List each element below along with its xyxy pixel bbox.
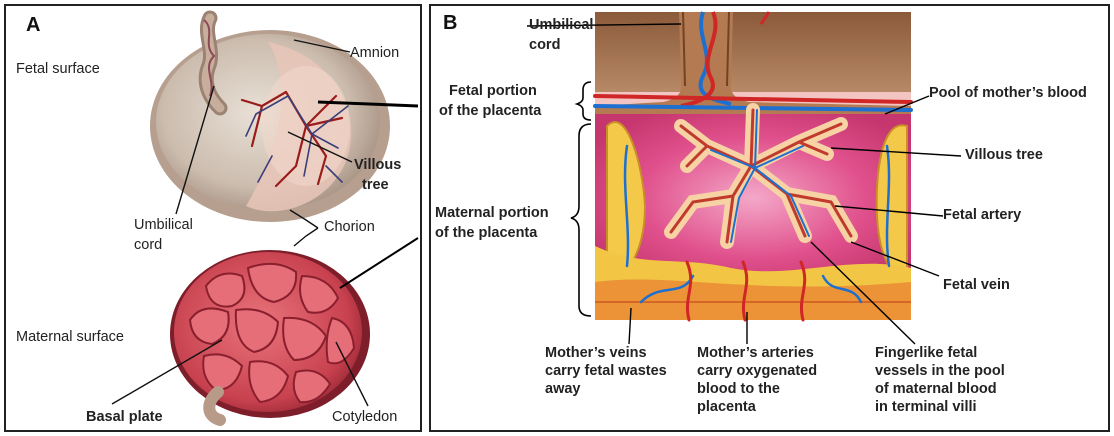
mothers-arteries-label-line1: Mother’s arteries [697, 344, 814, 362]
umbilical-cord-label-line2: cord [134, 236, 162, 254]
panel-b-letter: B [443, 14, 457, 32]
maternal-surface-label: Maternal surface [16, 328, 124, 346]
cotyledon-label: Cotyledon [332, 408, 397, 426]
pool-of-blood-label: Pool of mother’s blood [929, 84, 1087, 102]
maternal-portion-label-line2: of the placenta [435, 224, 537, 242]
maternal-portion-label-line1: Maternal portion [435, 204, 549, 222]
portion-brackets [571, 82, 591, 316]
mothers-arteries-label-line4: placenta [697, 398, 756, 416]
fetal-portion-label-line1: Fetal portion [449, 82, 537, 100]
mothers-veins-label-line1: Mother’s veins [545, 344, 647, 362]
chorion-label: Chorion [324, 218, 375, 236]
villous-tree-label-line2: tree [362, 176, 389, 194]
fingerlike-vessels-label-line2: vessels in the pool [875, 362, 1005, 380]
umbilical-cord-b-label-line1: Umbilical [529, 16, 593, 34]
fetal-surface-label: Fetal surface [16, 60, 100, 78]
panel-b: B Umbilical cord Fetal portion of the pl… [429, 4, 1110, 432]
umbilical-cord-b-label-line2: cord [529, 36, 560, 54]
mothers-veins-label-line2: carry fetal wastes [545, 362, 667, 380]
mothers-arteries-label-line3: blood to the [697, 380, 780, 398]
panel-a-letter: A [26, 16, 40, 34]
fingerlike-vessels-label-line3: of maternal blood [875, 380, 997, 398]
mothers-arteries-label-line2: carry oxygenated [697, 362, 817, 380]
villous-tree-b-label: Villous tree [965, 146, 1043, 164]
villous-tree-label-line1: Villous [354, 156, 401, 174]
amnion-label: Amnion [350, 44, 399, 62]
basal-plate-label: Basal plate [86, 408, 163, 426]
umbilical-cord-label-line1: Umbilical [134, 216, 193, 234]
fetal-portion-label-line2: of the placenta [439, 102, 541, 120]
fetal-artery-label: Fetal artery [943, 206, 1021, 224]
mothers-veins-label-line3: away [545, 380, 580, 398]
panel-a: A Fetal surface Amnion Villous tree Umbi… [4, 4, 422, 432]
maternal-surface-disc [170, 250, 370, 420]
fingerlike-vessels-label-line1: Fingerlike fetal [875, 344, 977, 362]
fetal-vein-label: Fetal vein [943, 276, 1010, 294]
fingerlike-vessels-label-line4: in terminal villi [875, 398, 977, 416]
